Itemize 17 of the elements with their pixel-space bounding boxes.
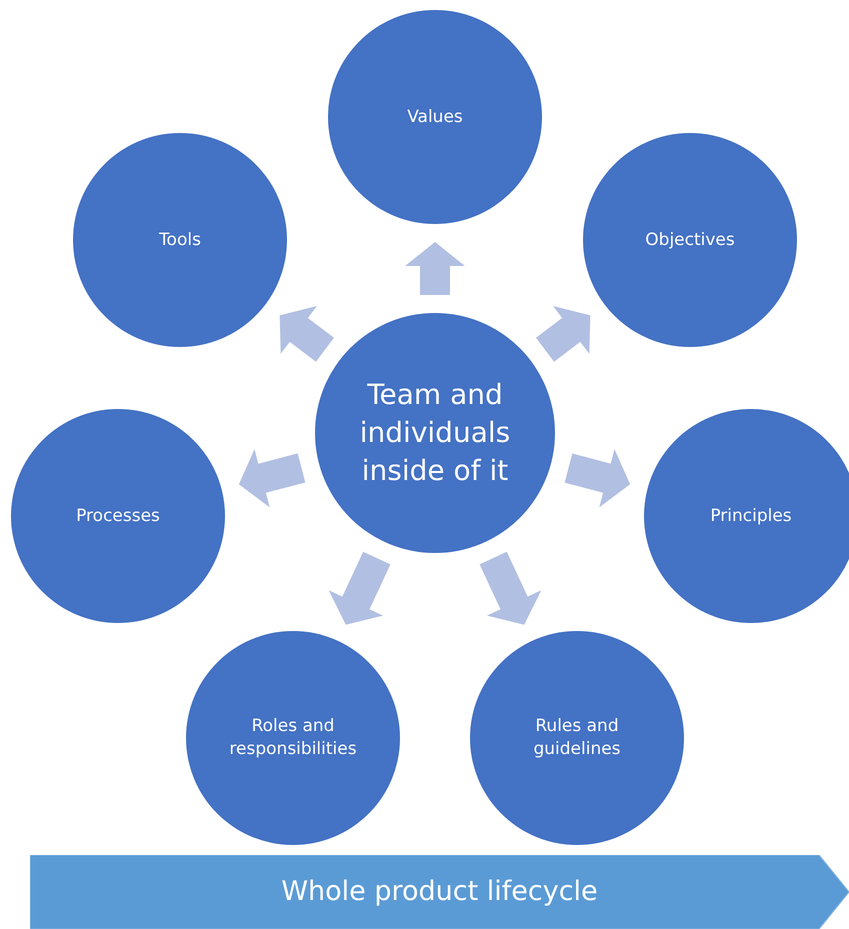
block-arrow xyxy=(480,552,542,625)
arrow-banner xyxy=(30,855,849,929)
block-arrow xyxy=(405,242,465,295)
node-label: Processes xyxy=(76,504,160,528)
block-arrow xyxy=(328,552,390,625)
node-label: Whole product lifecycle xyxy=(281,874,598,909)
node-label: Team and individuals inside of it xyxy=(358,377,512,489)
node-label: Objectives xyxy=(645,228,735,252)
node-label: Values xyxy=(407,106,463,128)
block-arrow xyxy=(280,306,334,362)
block-arrow xyxy=(564,449,630,508)
block-arrow xyxy=(536,306,590,362)
node-label: Rules and guidelines xyxy=(532,715,622,761)
node-label: Tools xyxy=(159,228,201,252)
node-label: Principles xyxy=(710,504,792,528)
node-label: Roles and responsibilities xyxy=(228,715,358,761)
block-arrow xyxy=(238,449,306,508)
